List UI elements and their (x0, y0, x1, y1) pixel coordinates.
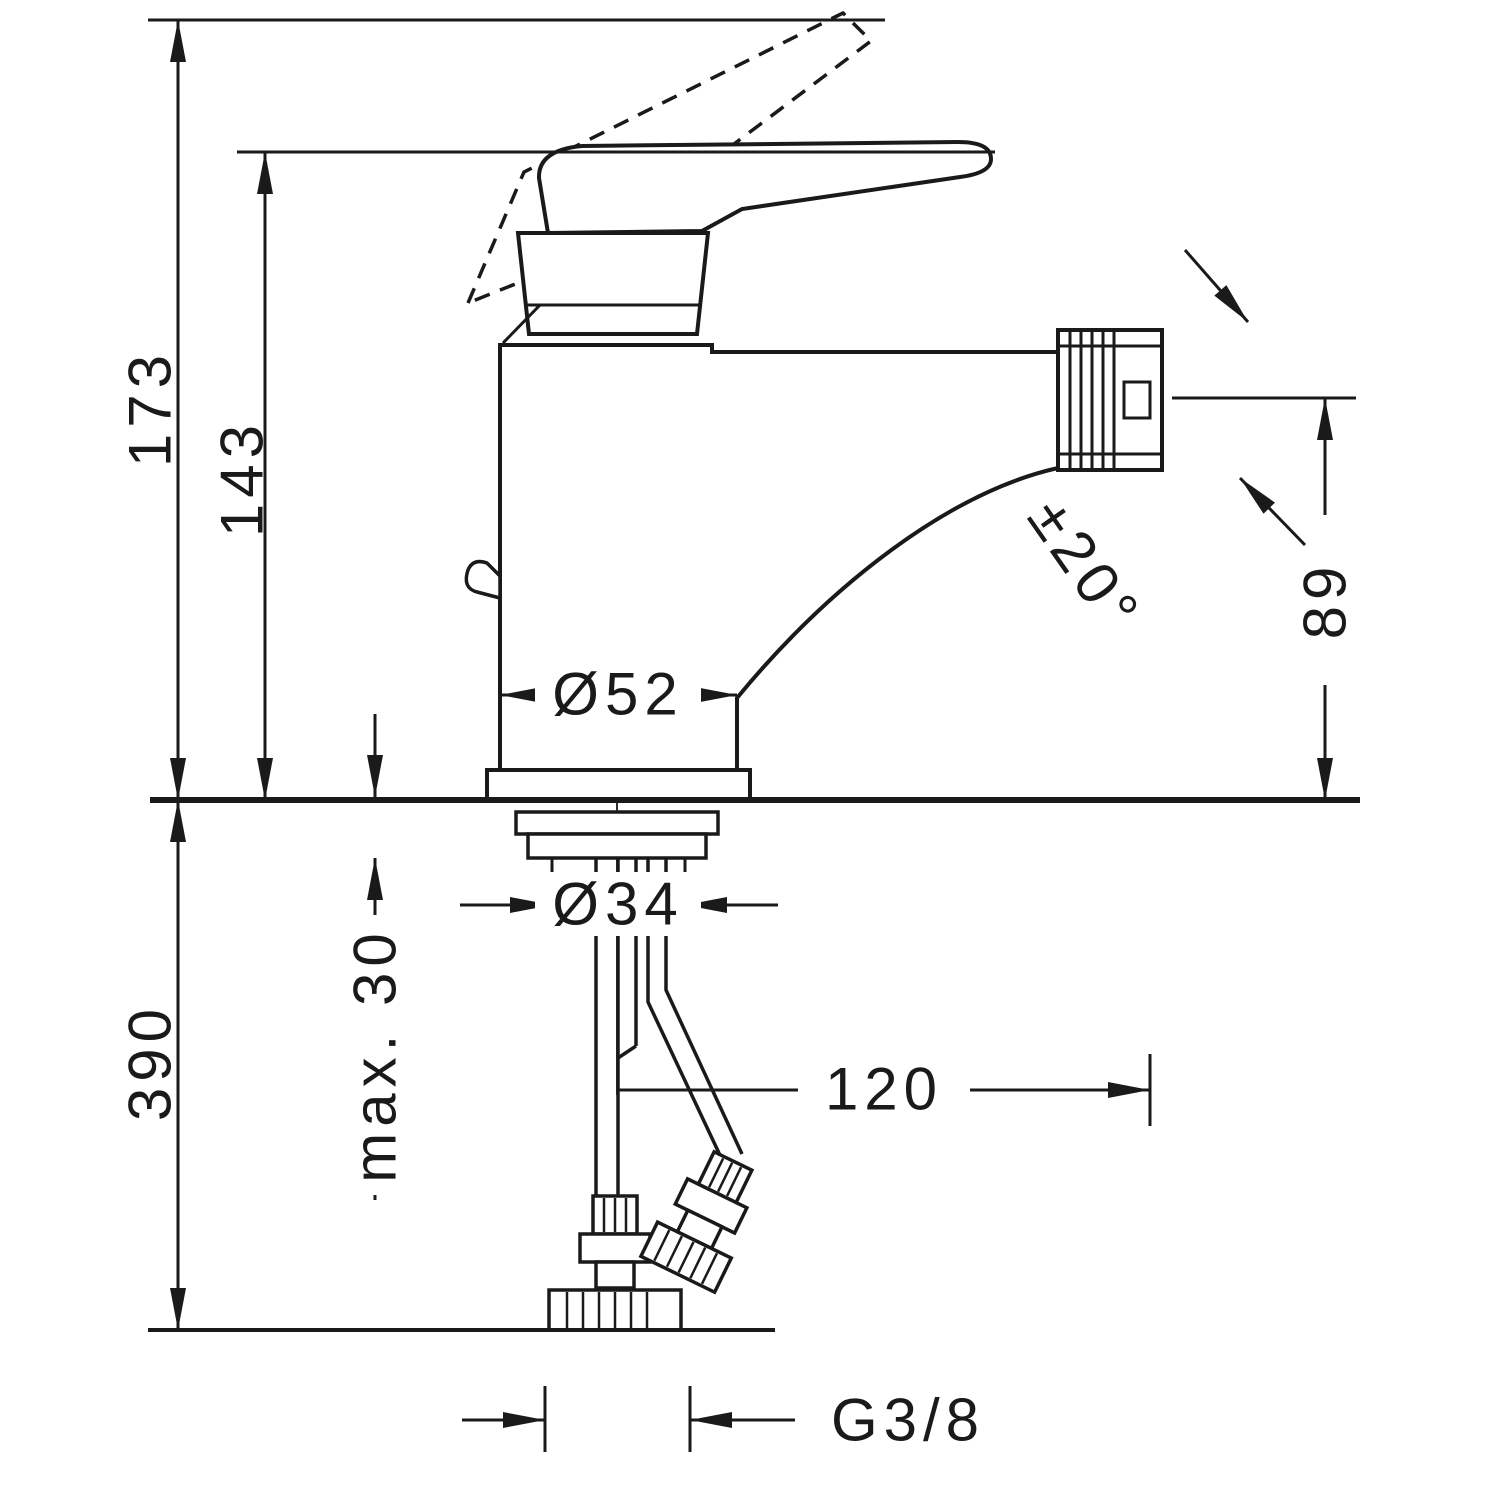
connector-tube (594, 1260, 636, 1290)
dim-shank-diameter: Ø34 (460, 871, 778, 938)
label-background (798, 1058, 970, 1122)
label-background (339, 915, 411, 1195)
handle-lever (536, 139, 994, 236)
dim-connection-thread: G3/8 (462, 1386, 985, 1454)
dim-outlet-height-label: 89 (1292, 561, 1359, 640)
dim-below-deck-depth-label: 390 (117, 1003, 184, 1121)
dim-shank-diameter-label: Ø34 (552, 871, 683, 938)
dim-body-diameter-label: Ø52 (552, 661, 683, 728)
dim-body-diameter: Ø52 (500, 661, 737, 728)
dim-spout-reach-label: 120 (825, 1056, 943, 1123)
dim-max-deck-thickness: max. 30 (339, 714, 411, 1200)
label-background (535, 662, 701, 726)
dim-spout-height: 143 (209, 150, 995, 800)
connector-knurl-lines (707, 1157, 743, 1197)
dim-max-deck-thickness-labelgroup: max. 30 (339, 915, 411, 1195)
dim-max-deck-thickness-label: max. 30 (342, 927, 409, 1182)
hose-connector-right (638, 1149, 755, 1295)
dim-total-height-label: 173 (117, 349, 184, 467)
label-background (1291, 515, 1359, 685)
swivel-arrow-upper (1183, 249, 1250, 323)
end-nut-knurl-lines (565, 1292, 649, 1328)
dim-spout-reach: 120 (617, 1054, 1152, 1126)
dim-total-height: 173 (117, 18, 885, 800)
dim-below-deck-depth: 390 (117, 800, 186, 1330)
handle-lever-dashed-position (464, 10, 874, 307)
end-nut-knurl-lines (653, 1229, 719, 1285)
dim-spout-height-label: 143 (209, 419, 276, 537)
aerator-head (1056, 328, 1164, 472)
body-shoulder-line (501, 303, 542, 345)
aerator-knurl-lines (1068, 332, 1116, 468)
washer-plate (514, 810, 720, 836)
hose-connector-left (547, 1194, 683, 1332)
mounting-nut (526, 832, 708, 860)
cartridge-cap (515, 231, 711, 336)
swivel-arrow-lower (1238, 476, 1307, 547)
dim-connection-thread-label: G3/8 (831, 1387, 985, 1454)
aerator-outlet-face (1122, 380, 1152, 420)
aerator-outline (1056, 328, 1164, 472)
cartridge-cap-outline (515, 231, 711, 336)
connector-nut (578, 1232, 652, 1264)
dim-outlet-height: 89 (1172, 396, 1359, 800)
label-background (535, 872, 701, 936)
dim-outlet-height-labelgroup: 89 (1291, 515, 1359, 685)
popup-rod-knob (464, 559, 502, 601)
connector-knurl-lines (602, 1198, 628, 1232)
dim-swivel-angle-label: ±20° (1015, 486, 1155, 645)
base-flange (485, 768, 752, 802)
